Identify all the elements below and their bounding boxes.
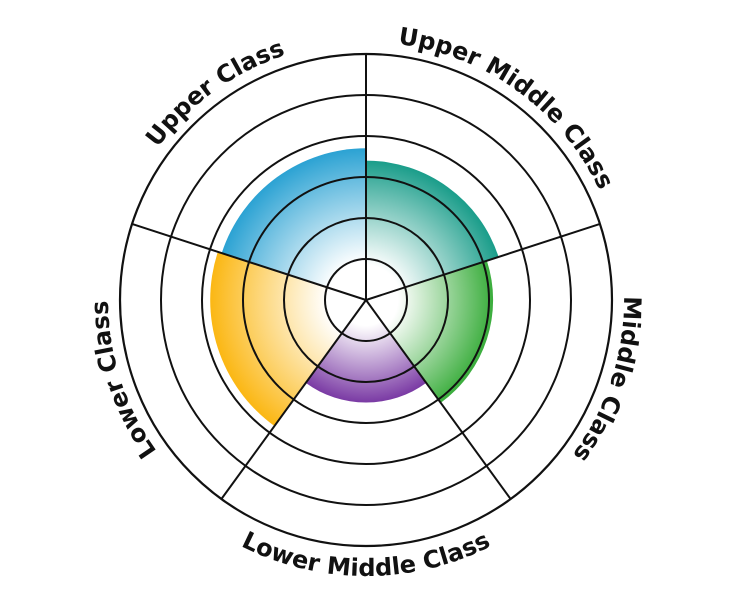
spoke-3 (365, 299, 512, 500)
label-lower-class: Lower Class (86, 300, 162, 463)
spoke-2 (365, 223, 601, 301)
sector-middle-class (366, 260, 494, 403)
label-lower-middle-class: Lower Middle Class (238, 526, 494, 582)
sector-upper-middle-class (366, 160, 499, 300)
sector-upper-class (221, 148, 366, 300)
spoke-4 (220, 299, 367, 500)
label-upper-middle-class: Upper Middle Class (397, 22, 620, 193)
sector-lower-class (210, 251, 366, 427)
grid-layer (118, 52, 614, 548)
spoke-0 (131, 223, 367, 301)
label-upper-class: Upper Class (140, 34, 288, 152)
label-middle-class: Middle Class (568, 296, 647, 468)
